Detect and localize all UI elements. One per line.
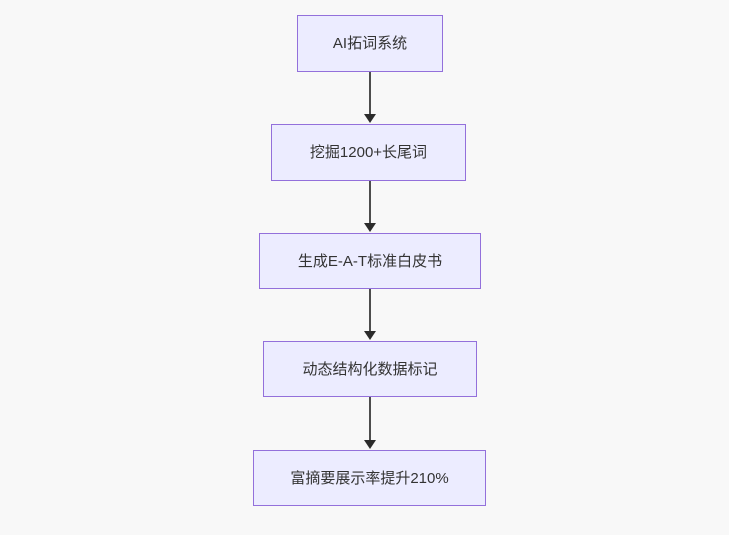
node-rich-snippet-rate-result: 富摘要展示率提升210% bbox=[253, 450, 486, 506]
node-longtail-keyword-mining: 挖掘1200+长尾词 bbox=[271, 124, 466, 181]
edge-line-b-to-c bbox=[369, 181, 371, 224]
node-ai-keyword-expansion-system: AI拓词系统 bbox=[297, 15, 443, 72]
node-eat-standard-whitepaper: 生成E-A-T标准白皮书 bbox=[259, 233, 481, 289]
node-label: AI拓词系统 bbox=[332, 35, 408, 52]
arrowhead-down-icon bbox=[364, 331, 376, 340]
arrowhead-down-icon bbox=[364, 114, 376, 123]
node-label: 动态结构化数据标记 bbox=[302, 360, 438, 378]
node-dynamic-structured-data-markup: 动态结构化数据标记 bbox=[263, 341, 477, 397]
edge-line-c-to-d bbox=[369, 289, 371, 332]
arrowhead-down-icon bbox=[364, 440, 376, 449]
edge-line-d-to-e bbox=[369, 397, 371, 441]
arrowhead-down-icon bbox=[364, 223, 376, 232]
node-label: 生成E-A-T标准白皮书 bbox=[297, 252, 443, 270]
node-label: 挖掘1200+长尾词 bbox=[309, 144, 428, 161]
node-label: 富摘要展示率提升210% bbox=[290, 469, 449, 487]
edge-line-a-to-b bbox=[369, 72, 371, 115]
